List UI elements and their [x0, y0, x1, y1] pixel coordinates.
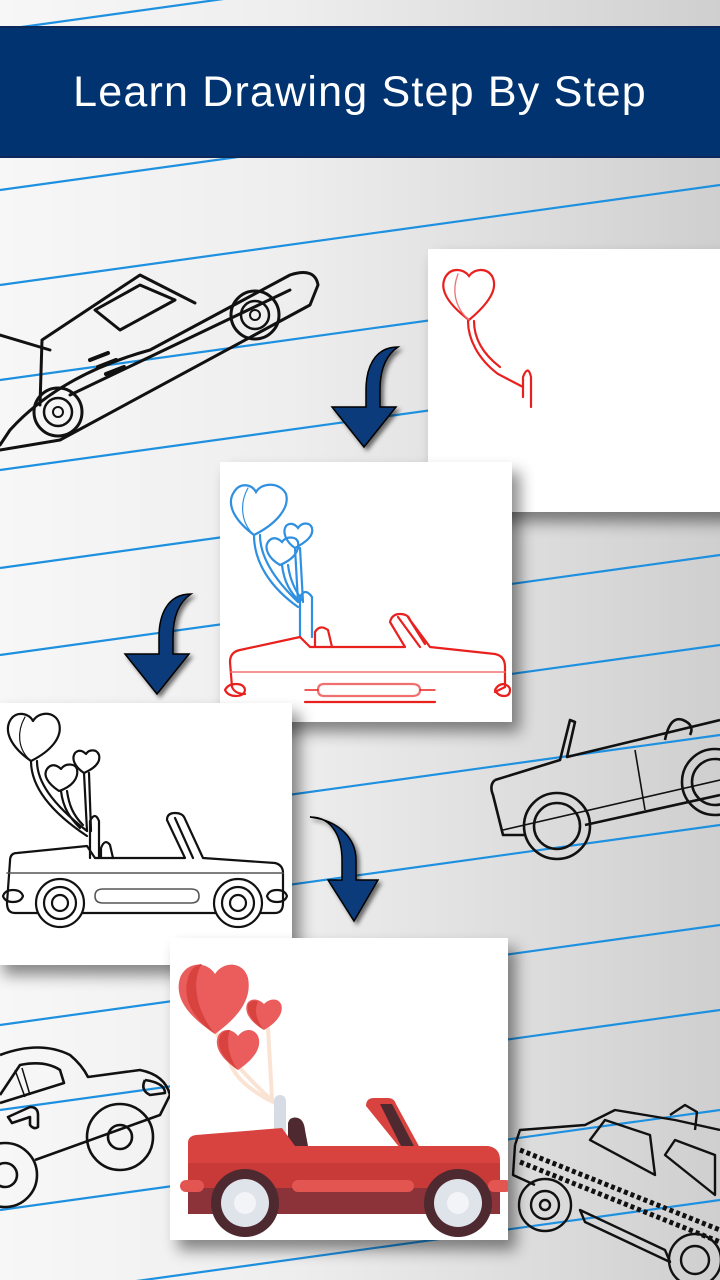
step-3-drawing: [1, 712, 289, 929]
step-card-2: Step 2: [220, 462, 512, 722]
arrow-down-icon: [330, 346, 401, 449]
step-card-4: Step 4: [170, 938, 508, 1240]
arrow-down-icon: [123, 593, 194, 696]
page-title: Learn Drawing Step By Step: [73, 67, 647, 116]
beetle-car-sketch: [0, 1046, 172, 1209]
arrow-down-icon: [309, 816, 380, 923]
step-card-3: Step 3: [0, 703, 292, 965]
taxi-sketch: [511, 1103, 720, 1280]
step-4-colored-drawing: [178, 964, 508, 1237]
convertible-sketch: [0, 271, 320, 452]
step-1-drawing: [442, 268, 533, 409]
header-banner: Learn Drawing Step By Step: [0, 26, 720, 158]
step-2-drawing: [223, 483, 512, 704]
pickup-truck-sketch: [490, 717, 720, 861]
